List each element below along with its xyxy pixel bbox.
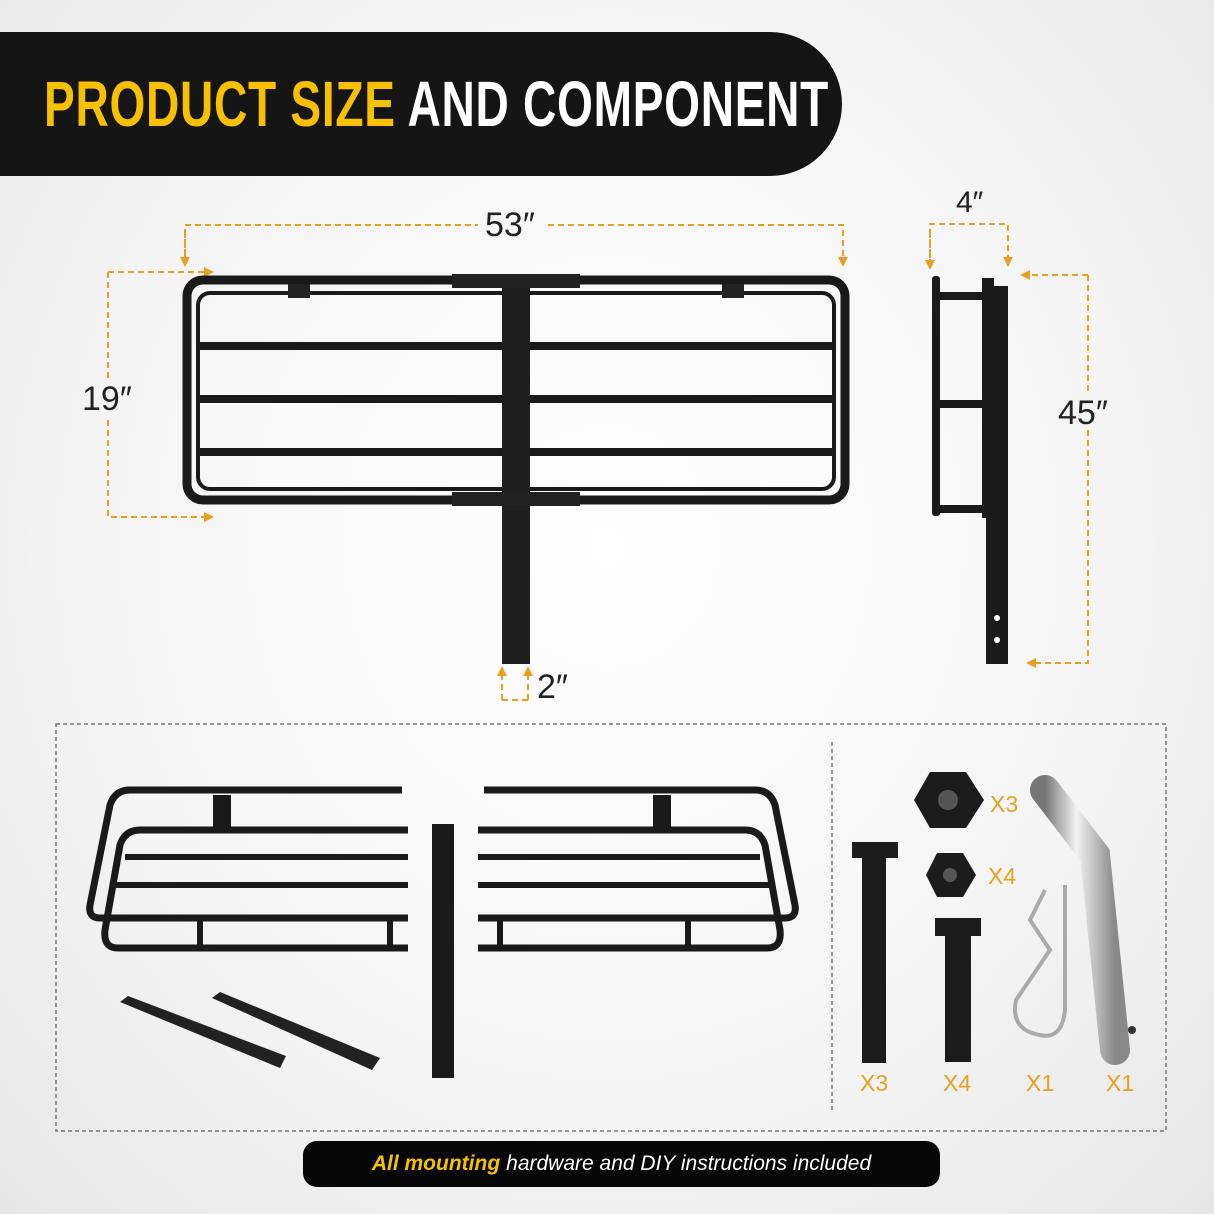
rack-side-view [932, 276, 1008, 664]
long-bolt-icon [852, 842, 898, 858]
page-title: PRODUCT SIZE AND COMPONENT [44, 68, 829, 140]
caption-banner: All mounting hardware and DIY instructio… [303, 1141, 940, 1187]
long-bolt-qty: X3 [860, 1070, 889, 1096]
title-highlight: PRODUCT SIZE [44, 68, 396, 140]
small-nut-qty: X4 [988, 863, 1017, 889]
hitch-pin-icon [1030, 775, 1130, 1065]
support-brackets [120, 992, 380, 1070]
pin-clip-qty: X1 [1026, 1070, 1055, 1096]
short-bolt-qty: X4 [943, 1070, 972, 1096]
components-box [55, 723, 1167, 1132]
hitch-bar [502, 286, 530, 664]
depth-dimension: 4″ [956, 186, 984, 219]
dimension-lines [107, 223, 1089, 701]
pin-clip-icon [1013, 885, 1067, 1038]
height-dimension: 19″ [82, 380, 132, 418]
title-banner [0, 32, 842, 176]
short-bolt-icon [935, 918, 981, 936]
title-rest: AND COMPONENT [407, 68, 830, 140]
width-dimension: 53″ [485, 206, 535, 244]
length-dimension: 45″ [1058, 394, 1108, 432]
rack-half-left [86, 786, 408, 952]
rack-half-right [478, 786, 799, 952]
hitch-dimension: 2″ [537, 668, 568, 706]
hitch-tube [432, 824, 454, 1078]
caption-text: hardware and DIY instructions included [506, 1152, 872, 1175]
hardware-illustrations [852, 772, 984, 1063]
caption-highlight: All mounting [371, 1152, 501, 1175]
hitch-pin-qty: X1 [1106, 1070, 1135, 1096]
large-nut-qty: X3 [990, 791, 1019, 817]
